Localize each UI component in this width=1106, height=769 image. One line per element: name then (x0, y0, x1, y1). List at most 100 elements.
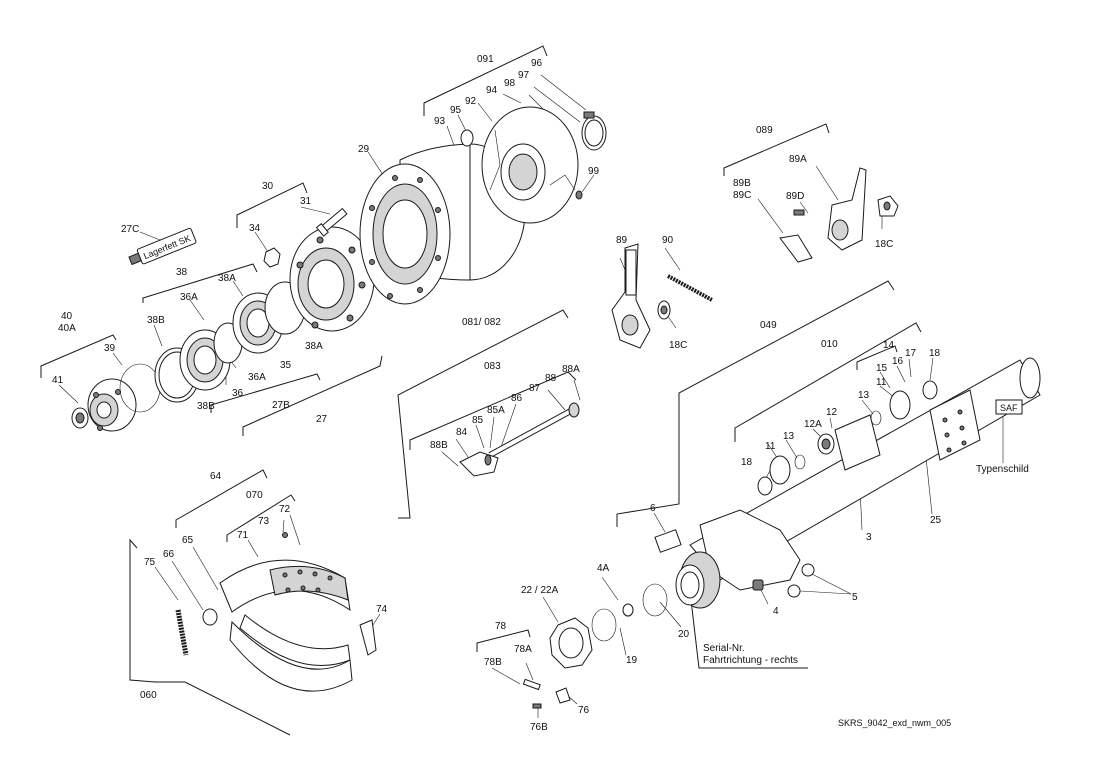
bracket-3 (834, 414, 881, 471)
label-11-bottom: 11 (765, 441, 776, 452)
label-010: 010 (821, 339, 838, 350)
bush-95 (460, 129, 474, 147)
label-36a-bottom: 36A (248, 372, 266, 383)
label-22-22a: 22 / 22A (521, 585, 559, 596)
label-89: 89 (616, 235, 628, 246)
label-18-top: 18 (929, 348, 941, 359)
assembly-brackets (40, 45, 922, 736)
label-89b: 89B (733, 178, 751, 189)
label-71: 71 (237, 530, 249, 541)
ring-20 (642, 583, 668, 617)
brake-shoe-72 (219, 559, 351, 613)
label-36: 36 (232, 388, 244, 399)
label-13-top: 13 (858, 390, 870, 401)
label-93: 93 (434, 116, 446, 127)
label-73: 73 (258, 516, 270, 527)
label-15: 15 (876, 363, 888, 374)
slack-adjuster-89 (611, 243, 651, 349)
label-17: 17 (905, 348, 917, 359)
roller-66 (202, 608, 218, 626)
label-95: 95 (450, 105, 462, 116)
axle-nut-22 (549, 617, 593, 669)
label-78: 78 (495, 621, 507, 632)
label-18c-right: 18C (875, 239, 893, 250)
label-87: 87 (529, 383, 541, 394)
label-18-bottom: 18 (741, 457, 753, 468)
label-089: 089 (756, 125, 773, 136)
plug-99 (575, 190, 583, 200)
label-091: 091 (477, 54, 494, 65)
part-labels: 091 96 97 98 94 92 95 93 99 29 30 31 34 … (52, 54, 1029, 733)
label-25: 25 (930, 515, 942, 526)
label-081-082: 081/ 082 (462, 317, 501, 328)
type-plate-25 (929, 389, 981, 461)
label-90: 90 (662, 235, 674, 246)
label-78b: 78B (484, 657, 502, 668)
slack-adjuster-089 (779, 167, 867, 263)
label-86: 86 (511, 393, 523, 404)
label-85: 85 (472, 415, 484, 426)
label-serial: Serial-Nr. (703, 643, 745, 654)
dust-shield-091 (481, 106, 579, 224)
clamp-96 (581, 111, 607, 151)
label-14: 14 (883, 340, 895, 351)
label-36a-top: 36A (180, 292, 198, 303)
label-19: 19 (626, 655, 638, 666)
label-31: 31 (300, 196, 312, 207)
parts-78 (522, 678, 571, 709)
label-5: 5 (852, 592, 858, 603)
label-41: 41 (52, 375, 64, 386)
washer-18c-right (877, 195, 899, 217)
label-12: 12 (826, 407, 838, 418)
label-083: 083 (484, 361, 501, 372)
label-27: 27 (316, 414, 328, 425)
label-94: 94 (486, 85, 498, 96)
label-12a: 12A (804, 419, 822, 430)
label-97: 97 (518, 70, 530, 81)
label-27c: 27C (121, 224, 139, 235)
label-84: 84 (456, 427, 468, 438)
label-65: 65 (182, 535, 194, 546)
rivet-73 (282, 532, 288, 538)
label-88b: 88B (430, 440, 448, 451)
wheel-hub (289, 226, 375, 332)
label-11-top: 11 (876, 377, 887, 388)
ring-4a (622, 603, 634, 617)
label-3: 3 (866, 532, 872, 543)
spring-75 (175, 609, 189, 656)
label-4: 4 (773, 606, 779, 617)
saf-logo: SAF (995, 399, 1023, 415)
label-34: 34 (249, 223, 261, 234)
plug-4 (752, 579, 764, 591)
clip-74 (359, 619, 377, 656)
label-66: 66 (163, 549, 175, 560)
spring-90 (667, 274, 713, 302)
label-88: 88 (545, 373, 557, 384)
label-76: 76 (578, 705, 590, 716)
label-39: 39 (104, 343, 116, 354)
label-4a: 4A (597, 563, 610, 574)
label-38a-bottom: 38A (305, 341, 323, 352)
label-38-top: 38 (176, 267, 188, 278)
label-38a-top: 38A (218, 273, 236, 284)
label-29: 29 (358, 144, 370, 155)
label-76b: 76B (530, 722, 548, 733)
label-89d: 89D (786, 191, 804, 202)
label-070: 070 (246, 490, 263, 501)
label-96: 96 (531, 58, 543, 69)
label-38b-bottom: 38B (197, 401, 215, 412)
camshaft-083 (459, 402, 580, 477)
label-049: 049 (760, 320, 777, 331)
label-27b: 27B (272, 400, 290, 411)
ring-19 (591, 608, 617, 642)
label-typenschild: Typenschild (976, 464, 1029, 475)
label-92: 92 (465, 96, 477, 107)
label-78a: 78A (514, 644, 532, 655)
hub-cap-40 (87, 378, 137, 432)
brake-shoe-060 (229, 614, 353, 692)
label-40a: 40A (58, 323, 76, 334)
label-20: 20 (678, 629, 690, 640)
label-85a: 85A (487, 405, 505, 416)
label-6: 6 (650, 503, 656, 514)
